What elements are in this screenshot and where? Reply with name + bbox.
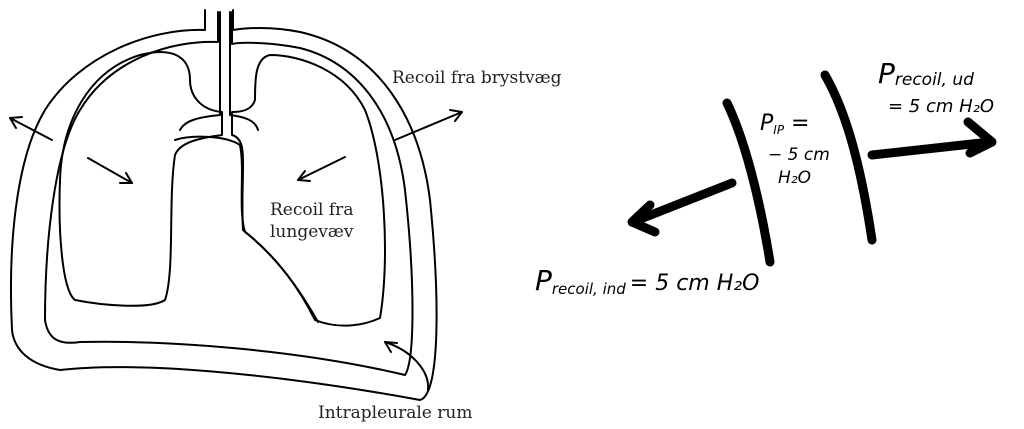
- left-lung: [58, 51, 223, 307]
- arrow-outward-left: [9, 116, 53, 141]
- pip-label: PIP =: [760, 111, 810, 137]
- arrow-outward-right: [394, 109, 463, 141]
- recoil-in-label: Precoil, ind= 5 cm H₂O: [535, 264, 759, 298]
- recoil-out-value: = 5 cm H₂O: [888, 96, 994, 117]
- lung-surface-line: [722, 98, 775, 267]
- chest-wall-inner: [44, 11, 414, 376]
- trachea: [179, 11, 259, 131]
- recoil-out-label: Precoil, ud: [878, 57, 974, 90]
- pip-unit: H₂O: [778, 168, 811, 188]
- arrow-recoil-out: [867, 117, 997, 160]
- arrow-intrapleural: [384, 341, 430, 391]
- inner-lung-boundary: [174, 135, 319, 323]
- chest-wall-outer: [9, 9, 438, 401]
- pip-value: − 5 cm: [768, 145, 830, 165]
- arrow-recoil-in: [627, 178, 737, 237]
- arrow-inward-left: [87, 157, 133, 184]
- label-intrapleural-space: Intrapleurale rum: [318, 403, 472, 423]
- right-lung: [231, 54, 386, 327]
- arrow-inward-right: [297, 156, 346, 182]
- label-lung-recoil-1: Recoil fra: [270, 200, 353, 220]
- label-chest-wall-recoil: Recoil fra brystvæg: [392, 68, 562, 88]
- chest-wall-line: [820, 70, 877, 245]
- label-lung-recoil-2: lungevæv: [270, 222, 354, 242]
